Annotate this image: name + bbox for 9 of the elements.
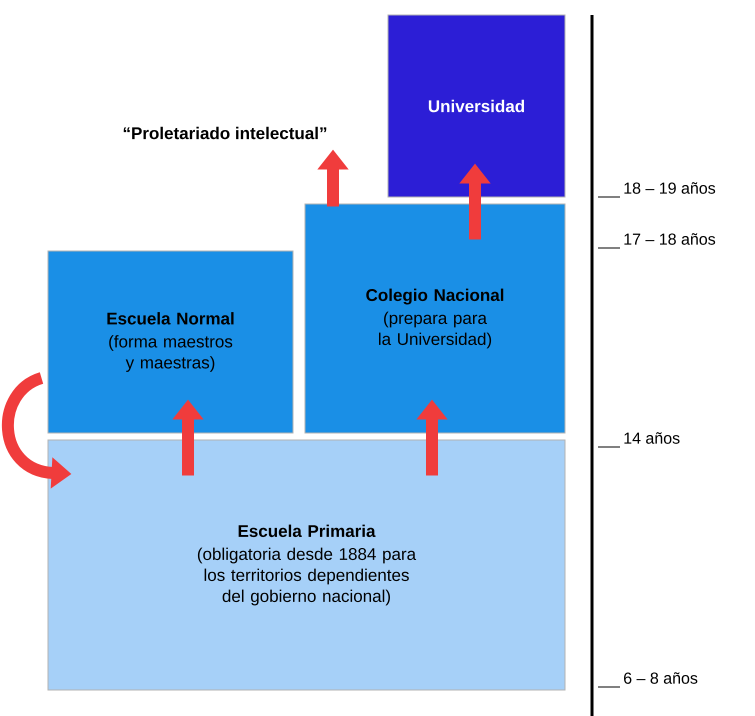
age-label: 14 años <box>624 432 680 444</box>
age-label: 17 – 18 años <box>624 233 716 245</box>
school-box: Universidad <box>388 14 566 198</box>
age-label: 18 – 19 años <box>624 182 716 194</box>
age-label: 6 – 8 años <box>624 672 698 684</box>
school-box: Colegio Nacional (prepara para la Universidad) <box>304 204 566 434</box>
heading-text: “Proletariado intelectual” <box>124 126 326 140</box>
school-box: Escuela Primaria (obligatoria desde 1884 para los territorios dependientes del gobierno nacional) <box>48 440 566 690</box>
school-box: Escuela Normal (forma maestros y maestras) <box>48 250 294 434</box>
